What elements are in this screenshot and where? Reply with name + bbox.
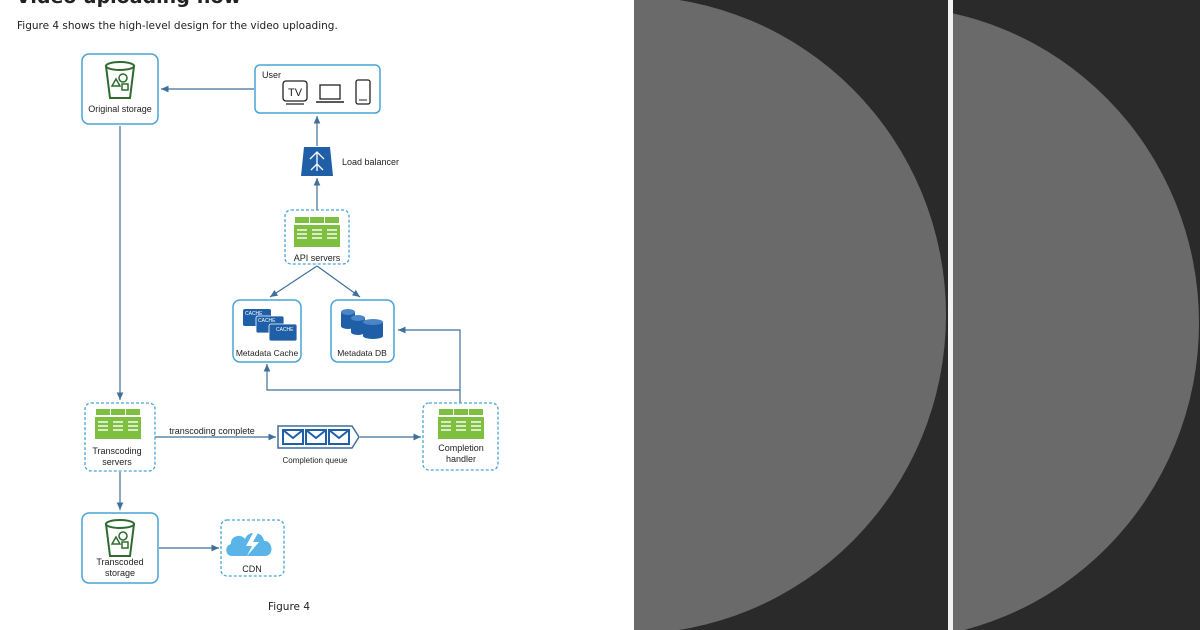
- arrow-api-to-db: [316, 265, 361, 298]
- transcoding-complete-label: transcoding complete: [169, 426, 255, 436]
- cloud-icon: [226, 532, 272, 556]
- transcoded-storage-label-2: storage: [105, 568, 135, 578]
- metadata-cache-node: CACHE CACHE CACHE Metadata Cache: [232, 299, 302, 363]
- video-upload-diagram: Original storage User TV Load b: [81, 53, 499, 584]
- completion-handler-label-1: Completion: [438, 443, 484, 453]
- original-storage-node: Original storage: [81, 53, 159, 125]
- load-balancer-label: Load balancer: [342, 157, 399, 167]
- metadata-db-node: Metadata DB: [330, 299, 395, 363]
- figure-caption: Figure 4: [267, 601, 311, 613]
- transcoding-servers-node: Transcoding servers: [84, 402, 156, 472]
- user-node: User TV: [254, 64, 381, 114]
- section-heading: Video uploading flow: [16, 0, 241, 8]
- envelope-icon: [282, 429, 350, 445]
- bucket-icon: [105, 519, 135, 557]
- phone-icon: [355, 79, 371, 105]
- dark-panel-left: [634, 0, 948, 630]
- database-icon: [341, 309, 383, 339]
- transcoding-servers-label-2: servers: [102, 457, 132, 467]
- user-label: User: [262, 70, 281, 80]
- gray-semicircle-right: [953, 6, 1199, 630]
- metadata-cache-label: Metadata Cache: [236, 348, 299, 358]
- connectors: [116, 85, 461, 552]
- cdn-node: CDN: [220, 519, 285, 577]
- dark-panel-right: [953, 0, 1200, 630]
- gray-semicircle-left: [634, 0, 946, 630]
- cache-tag-2: CACHE: [258, 318, 276, 324]
- laptop-icon: [316, 84, 344, 103]
- cache-tag-3: CACHE: [276, 327, 294, 333]
- original-storage-label: Original storage: [88, 104, 152, 114]
- transcoded-storage-node: Transcoded storage: [81, 512, 159, 584]
- server-icon: [293, 216, 341, 248]
- metadata-db-label: Metadata DB: [337, 348, 387, 358]
- completion-handler-node: Completion handler: [422, 402, 499, 471]
- server-icon: [94, 408, 142, 440]
- cache-tag-1: CACHE: [245, 311, 263, 317]
- intro-text: Figure 4 shows the high-level design for…: [17, 20, 338, 32]
- completion-queue-label: Completion queue: [283, 456, 348, 465]
- arrow-api-to-cache: [269, 265, 318, 298]
- tv-icon: TV: [282, 80, 308, 105]
- bucket-icon: [105, 61, 135, 99]
- completion-handler-label-2: handler: [446, 454, 476, 464]
- arrow-handler-to-cache: [263, 364, 460, 391]
- transcoded-storage-label-1: Transcoded: [96, 557, 143, 567]
- tv-label: TV: [288, 87, 303, 99]
- arrow-handler-to-db: [398, 326, 461, 403]
- cache-icon: CACHE CACHE CACHE: [243, 309, 298, 342]
- cdn-label: CDN: [242, 564, 262, 574]
- panel-divider: [948, 0, 953, 630]
- api-servers-label: API servers: [294, 253, 341, 263]
- server-icon: [437, 408, 485, 440]
- document-page: Video uploading flow Figure 4 shows the …: [16, 0, 499, 613]
- load-balancer-node: Load balancer: [301, 147, 399, 176]
- completion-queue-node: Completion queue: [277, 425, 360, 465]
- transcoding-servers-label-1: Transcoding: [92, 446, 141, 456]
- api-servers-node: API servers: [284, 209, 350, 265]
